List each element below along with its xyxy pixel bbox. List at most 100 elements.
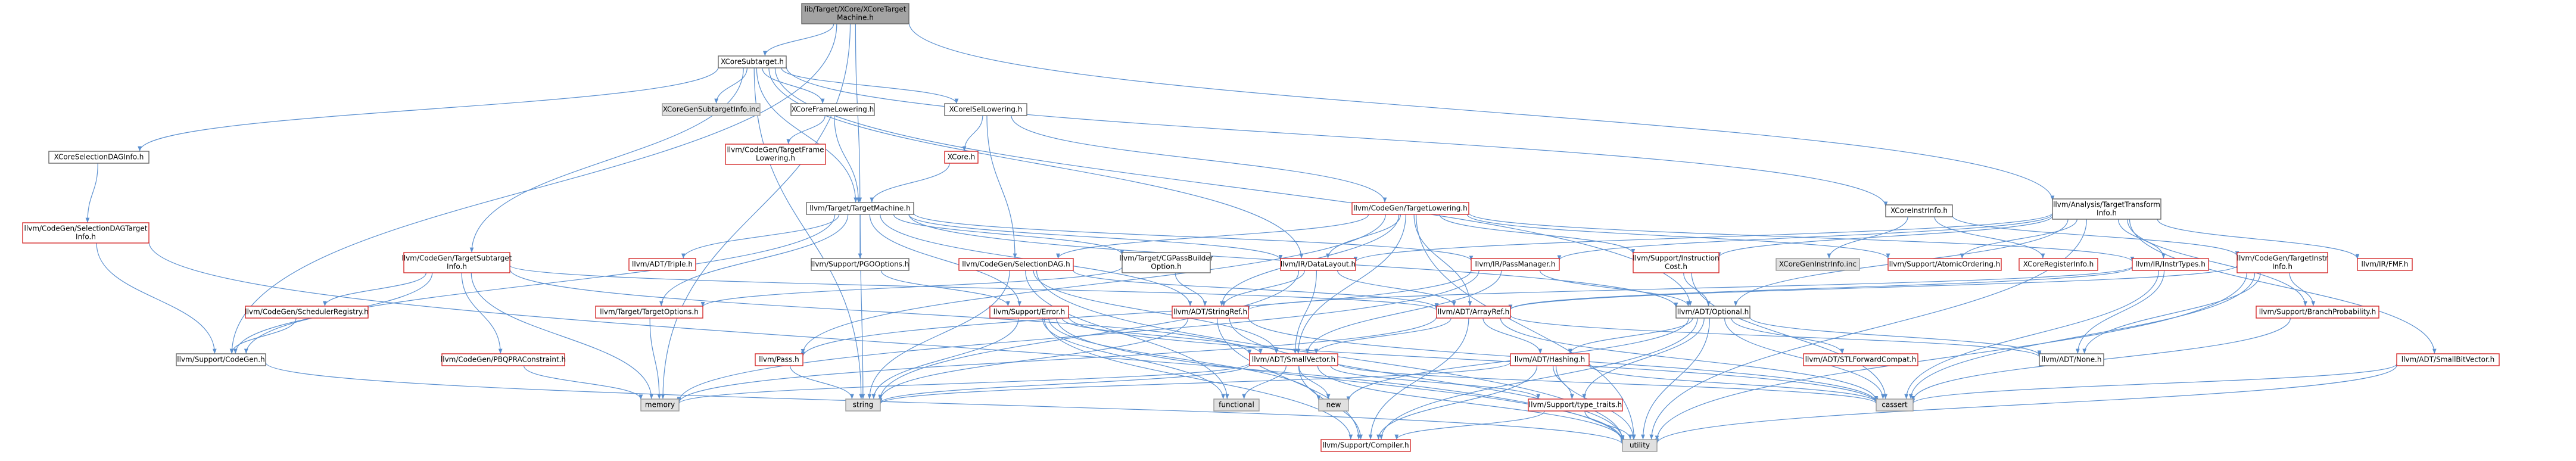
edge-cg_tii-to-cassert <box>1908 272 2256 400</box>
node-new: new <box>1318 398 1349 412</box>
node-label: llvm/CodeGen/TargetSubtarget <box>401 254 512 263</box>
node-box <box>944 103 1027 116</box>
edge-supporterror-to-functional <box>1042 317 1226 400</box>
edge-cg_tsi-to-arrayref <box>509 264 1439 311</box>
node-label: llvm/IR/InstrTypes.h <box>2135 260 2206 269</box>
node-instrinfo[interactable]: XCoreInstrInfo.h <box>1885 204 1953 217</box>
node-box <box>1876 398 1914 412</box>
node-arrayref[interactable]: llvm/ADT/ArrayRef.h <box>1436 306 1511 319</box>
node-schedreg[interactable]: llvm/CodeGen/SchedulerRegistry.h <box>245 306 369 319</box>
node-box <box>640 398 680 412</box>
node-optional[interactable]: llvm/ADT/Optional.h <box>1675 306 1750 319</box>
node-branchprob[interactable]: llvm/Support/BranchProbability.h <box>2256 306 2379 319</box>
node-label: llvm/ADT/SmallVector.h <box>1252 356 1335 364</box>
node-xcore-h[interactable]: XCore.h <box>944 151 979 164</box>
node-datalayout[interactable]: llvm/IR/DataLayout.h <box>1280 258 1356 271</box>
edge-cgpass-to-targetoptions <box>700 266 1123 307</box>
node-framelowering[interactable]: XCoreFrameLowering.h <box>790 103 875 116</box>
node-box <box>245 306 369 319</box>
node-label: llvm/Pass.h <box>759 356 799 364</box>
node-supportcodegen[interactable]: llvm/Support/CodeGen.h <box>176 353 266 366</box>
edge-subtarget-to-selDAGinfo <box>138 67 719 152</box>
edge-target_tm-to-passmanager <box>913 213 1474 261</box>
edge-typetraits-to-compiler <box>1394 410 1545 440</box>
node-fmf[interactable]: llvm/IR/FMF.h <box>2357 258 2413 271</box>
node-box <box>1633 252 1720 273</box>
edge-subtarget-to-instrinfo <box>786 66 1888 207</box>
node-box <box>1172 306 1249 319</box>
edge-insttypes-to-arrayref <box>1508 266 2133 310</box>
node-typetraits[interactable]: llvm/Support/type_traits.h <box>1528 398 1623 412</box>
node-box <box>48 151 149 164</box>
edge-analysis_tti-to-insttypes <box>2117 219 2166 259</box>
node-subtarget[interactable]: XCoreSubtarget.h <box>718 55 787 68</box>
node-stlforward[interactable]: llvm/ADT/STLForwardCompat.h <box>1803 353 1918 366</box>
node-supporterror[interactable]: llvm/Support/Error.h <box>989 306 1069 319</box>
node-box <box>1213 398 1260 412</box>
nodes-layer: lib/Target/XCore/XCoreTargetMachine.hXCo… <box>22 3 2500 452</box>
node-compiler[interactable]: llvm/Support/Compiler.h <box>1320 439 1411 452</box>
node-box <box>1320 439 1411 452</box>
node-none[interactable]: llvm/ADT/None.h <box>2039 353 2104 366</box>
node-selDAGinfo[interactable]: XCoreSelectionDAGInfo.h <box>48 151 149 164</box>
node-insttypes[interactable]: llvm/IR/InstrTypes.h <box>2132 258 2209 271</box>
node-label: llvm/Support/PGOOptions.h <box>811 260 909 269</box>
node-label: llvm/Target/TargetMachine.h <box>809 204 910 213</box>
edge-targetoptions-to-memory <box>649 317 662 400</box>
node-box <box>755 353 803 366</box>
node-box <box>441 353 565 366</box>
node-label: llvm/CodeGen/TargetLowering.h <box>1353 204 1468 213</box>
node-stringref[interactable]: llvm/ADT/StringRef.h <box>1172 306 1249 319</box>
edge-target_tm-to-datalayout <box>908 214 1283 260</box>
edge-cg_targetlowering-to-utility <box>1416 214 1636 440</box>
edge-optional-to-none <box>1749 317 2042 356</box>
edge-cg_tii-to-utility <box>1655 272 2247 441</box>
node-box <box>1528 398 1623 412</box>
edge-smallbitvector-to-cassert <box>1911 363 2397 404</box>
node-box <box>958 258 1074 271</box>
node-cg-seldag[interactable]: llvm/CodeGen/SelectionDAG.h <box>958 258 1074 271</box>
node-atomicordering[interactable]: llvm/Support/AtomicOrdering.h <box>1887 258 2002 271</box>
node-passmanager[interactable]: llvm/IR/PassManager.h <box>1471 258 1560 271</box>
node-box <box>1885 204 1953 217</box>
node-targetoptions[interactable]: llvm/Target/TargetOptions.h <box>595 306 703 319</box>
node-smallbitvector[interactable]: llvm/ADT/SmallBitVector.h <box>2396 353 2500 366</box>
edge-datalayout-to-smallvector <box>1293 270 1317 354</box>
edge-subtarget-to-string <box>753 67 864 400</box>
node-label: Lowering.h <box>756 154 795 163</box>
node-smallvector[interactable]: llvm/ADT/SmallVector.h <box>1249 353 1338 366</box>
node-label: llvm/ADT/StringRef.h <box>1173 308 1247 316</box>
edge-typetraits-to-utility <box>1584 410 1633 440</box>
node-pgooptions[interactable]: llvm/Support/PGOOptions.h <box>811 258 909 271</box>
node-pbqp[interactable]: llvm/CodeGen/PBQPRAConstraint.h <box>441 353 566 366</box>
node-cg-targetlowering[interactable]: llvm/CodeGen/TargetLowering.h <box>1351 202 1469 215</box>
node-box <box>1318 398 1349 412</box>
edge-stringref-to-compiler <box>1217 317 1361 440</box>
node-label: llvm/Support/AtomicOrdering.h <box>1889 260 2001 269</box>
edge-arrayref-to-memory <box>677 316 1437 403</box>
node-target-tm[interactable]: llvm/Target/TargetMachine.h <box>806 202 914 215</box>
node-label: XCoreInstrInfo.h <box>1890 207 1948 215</box>
node-isellowering[interactable]: XCoreISelLowering.h <box>944 103 1027 116</box>
edge-cg_tsi-to-pbqp <box>461 272 503 354</box>
edge-analysis_tti-to-fmf <box>2157 219 2360 260</box>
node-box <box>176 353 266 366</box>
edge-smallbitvector-to-utility <box>1655 365 2397 444</box>
node-label: llvm/Analysis/TargetTransform <box>2053 201 2160 209</box>
node-triple[interactable]: llvm/ADT/Triple.h <box>628 258 696 271</box>
node-label: XCoreFrameLowering.h <box>792 105 874 114</box>
node-hashing[interactable]: llvm/ADT/Hashing.h <box>1510 353 1590 366</box>
edge-analysis_tti-to-datalayout <box>1353 212 2053 263</box>
node-pass-h[interactable]: llvm/Pass.h <box>755 353 803 366</box>
node-label: XCoreGenSubtargetInfo.inc <box>663 105 760 114</box>
node-box <box>811 258 909 271</box>
node-registerinfo[interactable]: XCoreRegisterInfo.h <box>2019 258 2098 271</box>
